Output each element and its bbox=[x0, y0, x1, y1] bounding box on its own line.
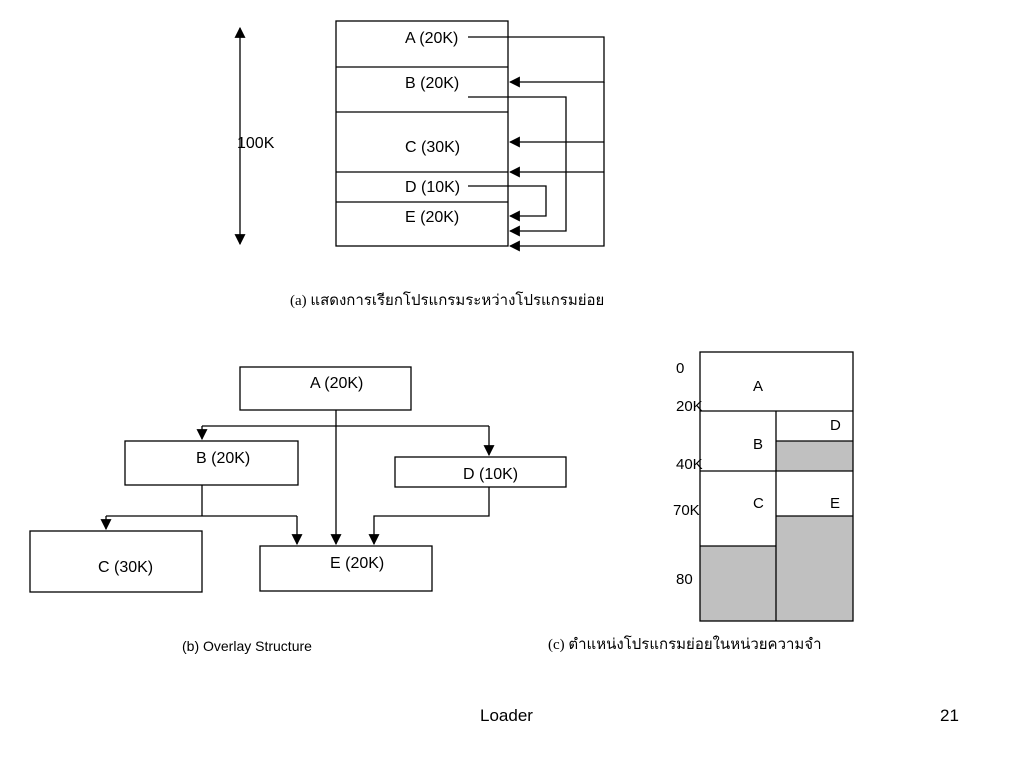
unused-memory-left bbox=[700, 546, 776, 621]
size-label: 100K bbox=[237, 135, 275, 152]
segment-d: D bbox=[830, 417, 841, 434]
node-a-box bbox=[239, 366, 412, 411]
segment-label-a: A (20K) bbox=[405, 30, 458, 47]
diagram-b-labels: A (20K) B (20K) D (10K) C (30K) E (20K) bbox=[98, 375, 518, 576]
address-label-40k: 40K bbox=[676, 456, 703, 473]
segment-c: C bbox=[753, 495, 764, 512]
node-e-label: E (20K) bbox=[330, 555, 384, 572]
segment-label-b: B (20K) bbox=[405, 75, 459, 92]
caption-c: (c) ตำแหน่งโปรแกรมย่อยในหน่วยความจำ bbox=[548, 635, 822, 653]
address-label-0: 0 bbox=[676, 360, 684, 377]
call-arrow-a-e bbox=[508, 172, 605, 252]
segment-a: A bbox=[753, 378, 763, 395]
segment-label-e: E (20K) bbox=[405, 209, 459, 226]
diagram-a-labels: 100K A (20K) B (20K) C (30K) D (10K) E (… bbox=[237, 30, 460, 226]
memory-block-outline bbox=[335, 20, 509, 247]
diagram-c-labels: 0 20K 40K 70K 80 A B C D E bbox=[673, 360, 841, 588]
segment-e: E bbox=[830, 495, 840, 512]
node-b-box bbox=[124, 440, 299, 486]
caption-a: (a) แสดงการเรียกโปรแกรมระหว่างโปรแกรมย่อ… bbox=[290, 291, 604, 309]
segment-label-d: D (10K) bbox=[405, 179, 460, 196]
node-a-label: A (20K) bbox=[310, 375, 363, 392]
node-e-box bbox=[259, 545, 433, 592]
node-c-box bbox=[29, 530, 203, 593]
node-c-label: C (30K) bbox=[98, 559, 153, 576]
node-d-box bbox=[394, 456, 567, 488]
address-label-20k: 20K bbox=[676, 398, 703, 415]
footer-title: Loader bbox=[480, 706, 533, 725]
edge-d-e bbox=[368, 487, 490, 546]
diagram-a bbox=[234, 20, 605, 252]
caption-b: (b) Overlay Structure bbox=[182, 638, 312, 654]
call-arrow-b-e bbox=[468, 96, 567, 237]
segment-label-c: C (30K) bbox=[405, 139, 460, 156]
segment-b: B bbox=[753, 436, 763, 453]
unused-memory-right bbox=[776, 441, 853, 471]
diagram-b bbox=[29, 366, 567, 593]
unused-memory-right-low bbox=[776, 516, 853, 621]
address-label-80: 80 bbox=[676, 571, 693, 588]
node-b-label: B (20K) bbox=[196, 450, 250, 467]
call-arrow-d-e bbox=[468, 185, 547, 222]
node-d-label: D (10K) bbox=[463, 466, 518, 483]
diagram-c bbox=[699, 351, 854, 622]
page-number: 21 bbox=[940, 706, 959, 725]
address-label-70k: 70K bbox=[673, 502, 700, 519]
call-arrow-a-b bbox=[468, 36, 605, 88]
